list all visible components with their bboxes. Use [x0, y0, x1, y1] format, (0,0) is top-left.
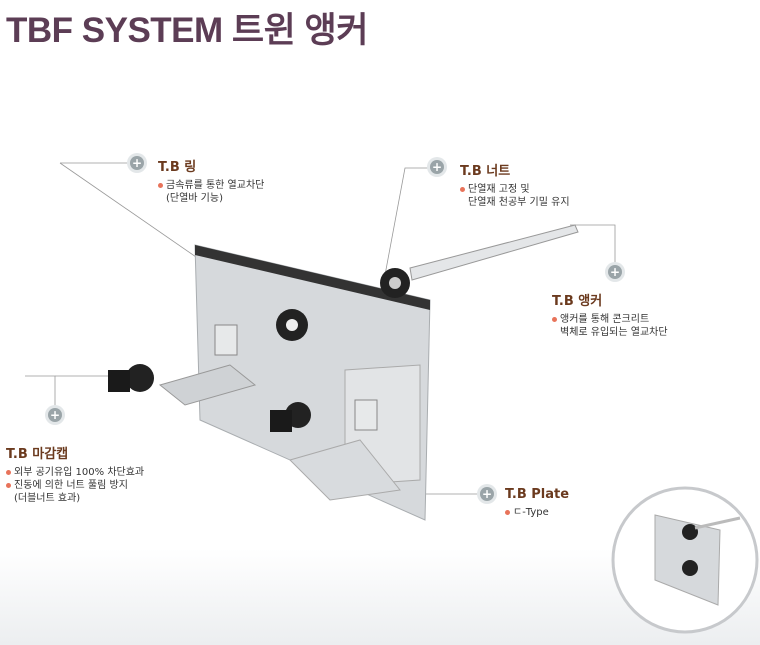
plus-icon-anchor[interactable]: +: [608, 265, 622, 279]
callout-title: T.B Plate: [505, 487, 570, 502]
callout-line: 단열재 천공부 기밀 유지: [468, 197, 570, 208]
page-title: TBF SYSTEM 트윈 앵커: [6, 11, 368, 50]
tb-nut-anchor: [380, 224, 579, 298]
callout-tb-ring: + T.B 링 금속류를 통한 열교차단(단열바 기능): [130, 156, 264, 205]
plus-icon[interactable]: +: [480, 487, 494, 501]
plus-icon[interactable]: +: [130, 156, 144, 170]
callout-title: T.B 링: [158, 160, 197, 175]
callout-line: 앵커를 통해 콘크리트: [552, 313, 668, 326]
callout-title: T.B 앵커: [552, 294, 603, 309]
callout-line: 벽체로 유입되는 열교차단: [560, 327, 668, 338]
callout-line: 진동에 의한 너트 풀림 방지: [6, 479, 144, 492]
plus-icon-cap[interactable]: +: [48, 408, 62, 422]
callout-line: (단열바 기능): [166, 193, 223, 204]
callout-line: (더블너트 효과): [14, 493, 81, 504]
callout-title: T.B 너트: [460, 164, 511, 179]
callout-line: 외부 공기유입 100% 차단효과: [6, 466, 144, 479]
callout-line: 단열재 고정 및: [460, 183, 570, 196]
callout-title: T.B 마감캡: [6, 447, 69, 462]
callout-line: ㄷ-Type: [505, 506, 569, 519]
tb-cap: [108, 364, 154, 392]
callout-line: 금속류를 통한 열교차단: [158, 179, 264, 192]
plus-icon[interactable]: +: [430, 160, 444, 174]
callout-tb-plate: + T.B Plate ㄷ-Type: [480, 487, 569, 519]
